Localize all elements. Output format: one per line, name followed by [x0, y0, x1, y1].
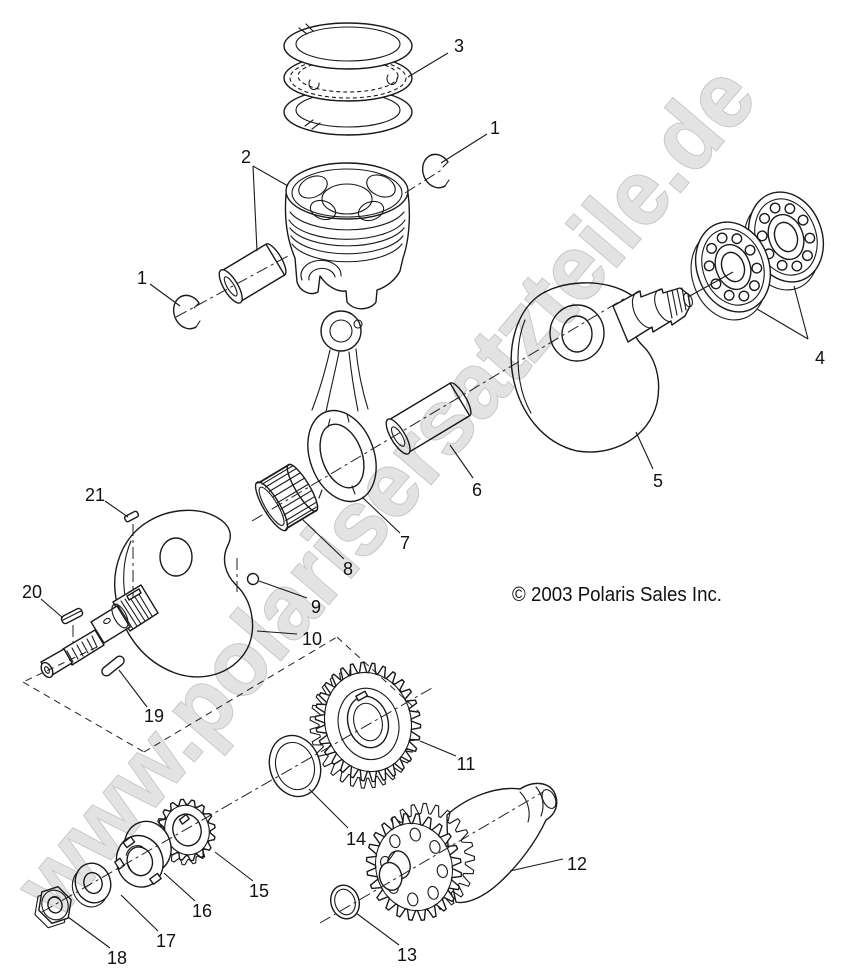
part-callout-15[interactable]: 15 — [249, 881, 269, 901]
part-callout-9[interactable]: 9 — [311, 597, 321, 617]
part-callout-12[interactable]: 12 — [567, 854, 587, 874]
center-line — [175, 255, 289, 318]
leader-line — [361, 496, 401, 534]
leader-line — [440, 133, 488, 164]
center-line — [319, 791, 544, 924]
part-washer-17 — [71, 862, 112, 908]
part-callout-3[interactable]: 3 — [454, 36, 464, 56]
copyright-notice: © 2003 Polaris Sales Inc. — [512, 584, 722, 606]
watermark-text: www.polarisersatzteile.de — [0, 46, 775, 934]
part-callout-10[interactable]: 10 — [302, 629, 322, 649]
leader-line — [449, 444, 474, 479]
part-callout-7[interactable]: 7 — [400, 533, 410, 553]
leader-line — [118, 669, 148, 708]
leader-line — [214, 851, 254, 882]
leader-line — [509, 858, 564, 872]
part-callout-6[interactable]: 6 — [472, 480, 482, 500]
leader-line — [120, 894, 159, 932]
leader-line — [104, 500, 129, 518]
part-washer-13 — [329, 884, 361, 920]
part-callout-13[interactable]: 13 — [397, 945, 417, 965]
leader-line — [40, 598, 64, 619]
part-drive-gear — [309, 661, 422, 789]
part-callout-21[interactable]: 21 — [85, 485, 105, 505]
part-circlip-right — [421, 153, 450, 189]
projection-line — [336, 636, 420, 713]
part-thrust-ball — [246, 572, 260, 586]
part-wrist-pin — [218, 243, 287, 304]
leader-line — [252, 165, 258, 252]
leader-line — [419, 740, 457, 757]
projection-line — [143, 636, 338, 753]
center-line — [404, 168, 444, 194]
part-callout-5[interactable]: 5 — [653, 471, 663, 491]
part-hex-nut-18 — [34, 885, 72, 929]
part-callout-18[interactable]: 18 — [107, 948, 127, 968]
part-crank-half-right — [510, 282, 694, 453]
center-line — [41, 687, 433, 913]
leader-line — [67, 916, 111, 949]
part-connecting-rod — [307, 310, 377, 503]
leader-line — [308, 788, 349, 829]
part-woodruff-key-21 — [123, 510, 140, 523]
part-dowel-pin-19 — [101, 655, 125, 677]
part-callout-14[interactable]: 14 — [346, 829, 366, 849]
part-callout-8[interactable]: 8 — [343, 559, 353, 579]
part-crank-half-left — [40, 509, 254, 679]
part-callout-11[interactable]: 11 — [457, 754, 476, 774]
part-callout-4[interactable]: 4 — [815, 348, 825, 368]
part-balance-shaft — [365, 782, 558, 922]
leader-line — [258, 580, 308, 599]
part-callout-1[interactable]: 1 — [137, 268, 147, 288]
part-piston — [284, 162, 411, 310]
leader-line — [355, 912, 400, 946]
part-needle-bearing — [254, 463, 319, 532]
part-crank-pin — [385, 382, 472, 455]
leader-line — [793, 285, 809, 340]
part-main-bearings — [690, 191, 825, 321]
leader-line — [256, 630, 298, 635]
leader-line — [407, 52, 449, 78]
part-callout-19[interactable]: 19 — [144, 706, 164, 726]
projection-line — [22, 646, 98, 683]
part-piston-ring-set — [283, 22, 413, 136]
leader-line — [163, 872, 196, 902]
leader-line — [687, 271, 734, 298]
part-spacer-washer-14 — [268, 734, 322, 798]
leader-line — [252, 165, 289, 187]
part-key-20 — [60, 607, 84, 625]
bearing-inner — [690, 221, 772, 321]
construction-lines — [22, 168, 628, 924]
center-line — [251, 296, 628, 522]
diagram-artwork — [34, 22, 825, 929]
part-callout-17[interactable]: 17 — [156, 931, 176, 951]
leader-line — [635, 431, 654, 470]
part-callout-16[interactable]: 16 — [192, 901, 212, 921]
leader-line — [301, 518, 345, 560]
leader-line — [149, 283, 181, 307]
leader-line — [756, 308, 809, 340]
part-callout-20[interactable]: 20 — [22, 582, 42, 602]
part-callout-2[interactable]: 2 — [241, 147, 251, 167]
part-callout-1[interactable]: 1 — [490, 118, 500, 138]
